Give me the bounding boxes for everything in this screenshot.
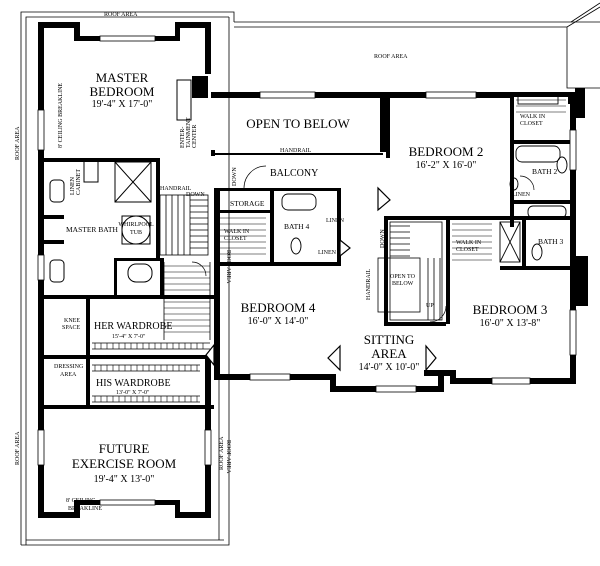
entertainment-2: TAINMENT bbox=[186, 117, 192, 148]
roof-outline bbox=[20, 2, 600, 546]
walk-in-closet-b2-1: WALK IN bbox=[520, 114, 546, 120]
sitting-dims: 14'-0" X 10'-0" bbox=[359, 362, 420, 373]
main-house-windows bbox=[249, 91, 577, 393]
sitting-name-1: SITTING bbox=[364, 332, 415, 347]
right-stair bbox=[377, 221, 443, 321]
master-bedroom-dims: 19'-4" X 17'-0" bbox=[92, 99, 153, 110]
bath3-label: BATH 3 bbox=[538, 237, 563, 246]
bath2-label: BATH 2 bbox=[532, 167, 557, 176]
door-swings bbox=[191, 165, 535, 323]
closet-hatch-bedrooms bbox=[220, 99, 566, 261]
bath-fixtures-right bbox=[281, 95, 568, 263]
master-bath-label: MASTER BATH bbox=[66, 225, 118, 234]
handrail-top: HANDRAIL bbox=[280, 148, 312, 154]
roof-label-mid-lower: ROOF AREA bbox=[225, 440, 231, 474]
roof-label-mid-upper: ROOF AREA bbox=[225, 250, 231, 284]
linen-b4-upper: LINEN bbox=[326, 218, 345, 224]
bay-bumps bbox=[205, 186, 437, 372]
master-bath-fixtures bbox=[49, 159, 153, 283]
bedroom2-name: BEDROOM 2 bbox=[409, 144, 484, 159]
exercise-name-1: FUTURE bbox=[99, 441, 150, 456]
bedroom4-dims: 16'-0" X 14'-0" bbox=[248, 316, 309, 327]
whirlpool-2: TUB bbox=[130, 230, 142, 236]
roof-label-left-lower: ROOF AREA bbox=[15, 431, 21, 465]
walk-in-closet-b4-2: CLOSET bbox=[224, 236, 247, 242]
entertainment-3: CENTER bbox=[192, 125, 198, 148]
roof-label-left-upper: ROOF AREA bbox=[15, 126, 21, 160]
handrail-stair: HANDRAIL bbox=[160, 186, 192, 192]
master-wing-walls bbox=[37, 22, 214, 518]
closet-rod-marks bbox=[94, 265, 210, 402]
open-to-below-label: OPEN TO BELOW bbox=[246, 116, 350, 131]
his-wardrobe-name: HIS WARDROBE bbox=[96, 378, 171, 389]
down-stair-left: DOWN bbox=[186, 192, 205, 198]
walk-in-closet-b3-1: WALK IN bbox=[456, 240, 482, 246]
her-wardrobe-name: HER WARDROBE bbox=[94, 321, 172, 332]
wardrobe-hatching bbox=[92, 262, 211, 403]
bedroom2-dims: 16'-2" X 16'-0" bbox=[416, 160, 477, 171]
walk-in-closet-b4-1: WALK IN bbox=[224, 229, 250, 235]
open-to-below-small-1: OPEN TO bbox=[390, 274, 416, 280]
down-side: DOWN bbox=[232, 167, 238, 186]
master-bedroom-name-1: MASTER bbox=[96, 70, 149, 85]
linen-cabinet-2: CABINET bbox=[76, 169, 82, 195]
main-stair bbox=[159, 194, 209, 256]
his-wardrobe-dims: 13'-0" X 7'-0" bbox=[116, 390, 150, 396]
roof-label-top-left: ROOF AREA bbox=[104, 12, 138, 18]
master-bedroom-name-2: BEDROOM bbox=[89, 84, 154, 99]
linen-b2: LINEN bbox=[512, 192, 531, 198]
dressing-area-1: DRESSING bbox=[54, 364, 84, 370]
down-right-stair: DOWN bbox=[380, 229, 386, 248]
her-wardrobe-dims: 15'-4" X 7'-0" bbox=[112, 334, 146, 340]
whirlpool-1: WHIRLPOOL bbox=[118, 222, 154, 228]
exercise-name-2: EXERCISE ROOM bbox=[72, 456, 177, 471]
bedroom4-name: BEDROOM 4 bbox=[241, 300, 316, 315]
roof-label-right-lower: ROOF AREA bbox=[219, 436, 225, 470]
balcony-label: BALCONY bbox=[270, 168, 318, 179]
walk-in-closet-b3-2: CLOSET bbox=[456, 247, 479, 253]
bedroom3-name: BEDROOM 3 bbox=[473, 302, 548, 317]
handrail-sitting: HANDRAIL bbox=[366, 268, 372, 300]
knee-space-1: KNEE bbox=[64, 318, 80, 324]
entertainment-1: ENTER- bbox=[180, 127, 186, 148]
linen-cabinet-1: LINEN bbox=[70, 176, 76, 195]
exercise-dims: 19'-4" X 13'-0" bbox=[94, 474, 155, 485]
sitting-name-2: AREA bbox=[371, 346, 407, 361]
ceiling-breakline-bottom-1: 8' CEILING bbox=[66, 498, 96, 504]
knee-space-2: SPACE bbox=[62, 325, 80, 331]
dressing-area-2: AREA bbox=[60, 372, 77, 378]
ceiling-breakline-bottom-2: BREAKLINE bbox=[68, 506, 102, 512]
roof-label-top-right: ROOF AREA bbox=[374, 54, 408, 60]
up-label: UP bbox=[426, 303, 434, 309]
open-to-below-small-2: BELOW bbox=[392, 281, 414, 287]
storage-label: STORAGE bbox=[230, 199, 265, 208]
ceiling-breakline-top: 8' CEILING BREAKLINE bbox=[58, 83, 64, 148]
linen-b4-lower: LINEN bbox=[318, 250, 337, 256]
bedroom3-dims: 16'-0" X 13'-8" bbox=[480, 318, 541, 329]
bath4-label: BATH 4 bbox=[284, 222, 309, 231]
walk-in-closet-b2-2: CLOSET bbox=[520, 121, 543, 127]
